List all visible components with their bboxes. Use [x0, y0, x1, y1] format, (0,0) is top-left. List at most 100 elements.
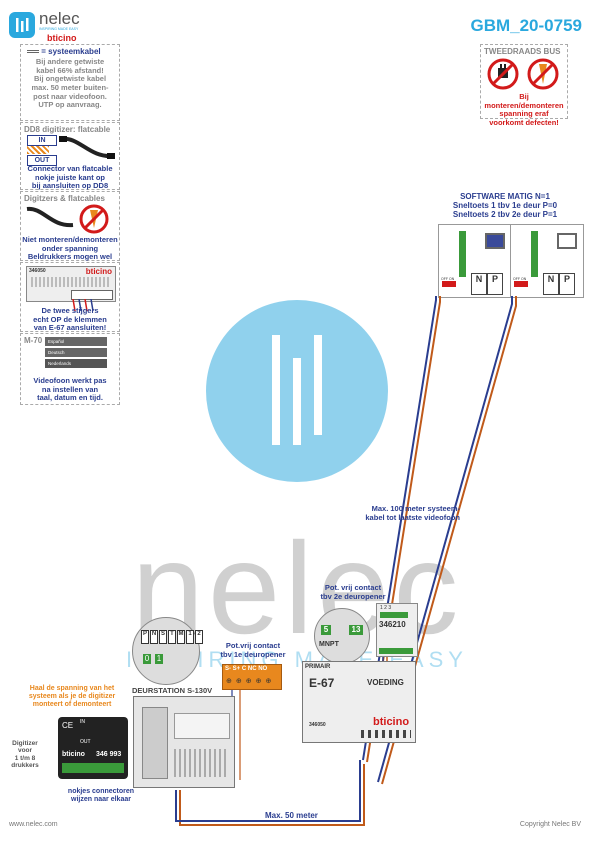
panel-346050: 346050 bticino De twee stijgers echt OP … — [20, 262, 120, 332]
digitizer-line: drukkers — [11, 762, 39, 770]
psu-note-line: echt OP de klemmen — [33, 314, 107, 324]
relay-term: S+ — [232, 666, 241, 672]
mode-label: T — [334, 641, 339, 648]
digitizer-line: voor — [17, 747, 33, 755]
door-terminal: 1 — [186, 630, 194, 644]
cable-line: kabel 66% afstand! — [36, 65, 104, 75]
digitizers-note-line: onder spanning — [41, 243, 99, 253]
digitizers-title: Digitzers & flatcables — [24, 194, 105, 203]
haal-warning: Haal de spanning van het systeem als je … — [14, 685, 130, 709]
deurstation-unit — [133, 696, 235, 788]
haal-line: Haal de spanning van het — [29, 685, 115, 692]
bus-note-line: spanning eraf — [499, 109, 549, 119]
digitizer-label: Digitizer voor 1 t/m 8 drukkers — [10, 740, 40, 770]
e67-brand: bticino — [373, 716, 410, 728]
software-line: Sneltoets 1 tbv 1e deur P=0 — [452, 201, 558, 211]
haal-line: monteert of demonteert — [32, 701, 112, 709]
door-terminal: S — [159, 630, 167, 644]
relay-top-terms: 1 2 3 — [380, 605, 391, 611]
relay-terminal-block: S- S+ C NC NO ⊕⊕⊕⊕⊕ — [222, 664, 282, 690]
max100-line: Max. 100 meter systeem- — [371, 504, 460, 513]
door-value: 1 — [155, 654, 163, 664]
door-terminal-row: P N S T M 1 2 — [141, 630, 203, 644]
door-terminal: T — [168, 630, 176, 644]
nokjes-line: nokjes connectoren — [67, 788, 135, 795]
relay-term-5: 5 — [321, 625, 331, 635]
relay-model: 346210 — [379, 620, 406, 629]
cable-line: post naar videofoon. — [33, 91, 107, 101]
cable-line: Bij andere getwiste — [35, 57, 105, 66]
lang-option-selected: Nederlands — [45, 359, 107, 368]
monitor-switch — [514, 281, 528, 287]
relay-zoom-circle: 5 13 MNPT — [314, 608, 370, 664]
cable-line: Bij ongetwiste kabel — [33, 74, 107, 84]
monitor-p-label: P — [487, 273, 503, 295]
dd8-note-line: Connector van flatcable — [27, 164, 113, 173]
mode-label: M — [319, 641, 325, 648]
relay-term: 1 — [380, 605, 383, 611]
lang-option: Deutsch — [45, 348, 107, 357]
nokjes-label: nokjes connectoren wijzen naar elkaar — [56, 788, 146, 804]
software-settings: SOFTWARE MATIG N=1 Sneltoets 1 tbv 1e de… — [440, 192, 570, 220]
systeemkabel-title-text: = systeemkabel — [41, 47, 101, 56]
dd8-note-line: nokje juiste kant op — [34, 172, 105, 182]
digitizer-flatcable-image — [26, 206, 74, 228]
monitor-n-label: N — [543, 273, 559, 295]
relay-term: 2 — [384, 605, 387, 611]
bus-note-line: Bij monteren/demonteren — [484, 92, 564, 110]
bus-note-line: voorkomt defecten! — [489, 117, 559, 127]
pot1-label: Pot.vrij contact tbv 1e deuropener — [218, 641, 288, 659]
max50-label: Max. 50 meter — [265, 811, 318, 820]
door-value: 0 — [143, 654, 151, 664]
flatcable-image — [59, 136, 115, 159]
digitizer-brand: bticino — [62, 751, 85, 758]
cable-line: max. 50 meter buiten- — [31, 82, 109, 92]
digitizers-note-line: Beldrukkers mogen wel — [27, 252, 113, 262]
psu-brand: bticino — [85, 267, 112, 276]
m70-note-line: taal, datum en tijd. — [37, 393, 103, 403]
max100-line: kabel tot laatste videofoon — [365, 512, 460, 522]
pot2-label: Pot. vrij contact tbv 2e deuropener — [316, 583, 390, 601]
logo-name: nelec — [39, 9, 80, 28]
no-power-icon — [527, 58, 559, 90]
door-terminal: P — [141, 630, 149, 644]
nelec-logo: nelec INSPIRING MADE EASY bticino — [9, 9, 99, 43]
e67-sub: 346050 — [309, 722, 326, 728]
relay-term: C — [241, 666, 247, 672]
e67-primair: PRIMAIR — [305, 664, 331, 670]
dd8-title: DD8 digitizer: flatcable — [24, 125, 111, 134]
panel-systeemkabel: = systeemkabel Bij andere getwiste kabel… — [20, 44, 120, 121]
monitor-p-label: P — [559, 273, 575, 295]
m70-note-line: Videofoon werkt pas — [33, 376, 107, 385]
relay-term: NC — [247, 666, 257, 672]
footer-left: www.nelec.com — [9, 821, 58, 828]
e67-psu: PRIMAIR E-67 VOEDING 346050 bticino — [302, 661, 416, 743]
monitor-terminal-block — [531, 231, 538, 277]
software-line: SOFTWARE MATIG N=1 — [460, 192, 550, 201]
relay-top-terminal — [380, 612, 408, 618]
relay-term-13: 13 — [349, 625, 363, 635]
m70-note-line: na instellen van — [41, 384, 99, 394]
cable-line: UTP op aanvraag. — [38, 100, 102, 110]
psu-wires — [72, 299, 94, 311]
digitizer-out: OUT — [80, 739, 91, 745]
pot1-line: tbv 1e deuropener — [220, 649, 286, 659]
nokjes-line: wijzen naar elkaar — [71, 796, 131, 804]
panel-systeemkabel-title: = systeemkabel — [27, 47, 101, 56]
monitor-screen-icon — [485, 233, 505, 249]
relay-term-labels: S- S+ C NC NO — [225, 666, 267, 672]
m70-title: M-70 — [24, 336, 43, 345]
relay-term: 3 — [388, 605, 392, 611]
door-terminal: N — [150, 630, 158, 644]
monitor-switch-label: OFF ON — [441, 277, 455, 281]
dd8-in-label: IN — [27, 135, 57, 146]
digitizers-note-line: Niet monteren/demonteren — [22, 235, 118, 244]
monitor-box: OFF ON N P — [438, 224, 512, 298]
bus-title: TWEEDRAADS BUS — [484, 47, 561, 56]
m70-screen: Español Deutsch Nederlands — [45, 337, 107, 373]
doc-code: GBM_20-0759 — [470, 16, 582, 35]
psu-note-line: De twee stijgers — [41, 306, 99, 315]
psu-346050-image: 346050 bticino — [26, 266, 116, 302]
monitor-switch-label: OFF ON — [513, 277, 527, 281]
